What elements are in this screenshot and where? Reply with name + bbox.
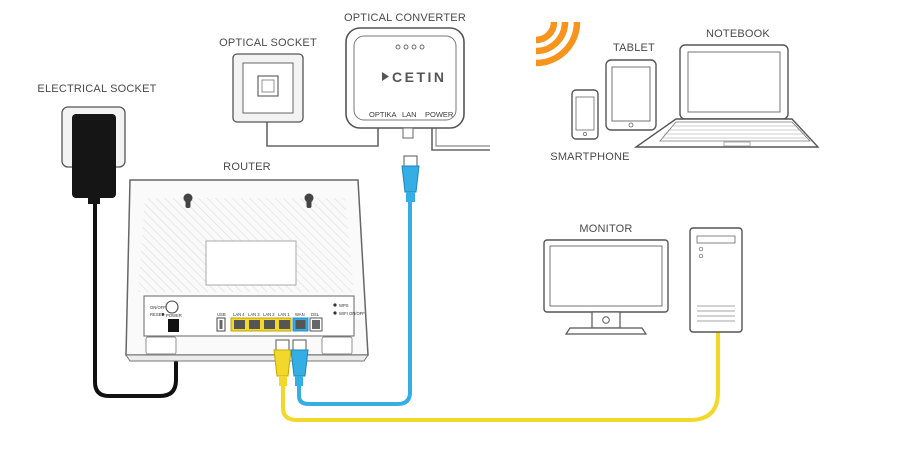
converter-brand: CETIN [392,69,447,85]
converter-power-cable [431,128,490,151]
router-lan3-label: LAN 3 [248,312,260,317]
monitor [543,239,669,335]
cetin-logo-arrow-icon [382,72,389,81]
router-lan4-label: LAN 4 [233,312,245,317]
router-lan1-label: LAN 1 [278,312,290,317]
tablet-label: TABLET [613,42,655,54]
converter-port-power: POWER [425,110,454,119]
smartphone [571,89,599,140]
smartphone-label: SMARTPHONE [550,151,629,163]
monitor-label: MONITOR [579,223,632,235]
converter-leds [395,44,425,50]
router-lan2-label: LAN 2 [263,312,275,317]
converter-port-optika: OPTIKA [369,110,397,119]
tablet [605,59,657,131]
router-mount-holes [183,193,314,208]
router-reset-label: RESET [150,312,164,317]
optical-converter-label: OPTICAL CONVERTER [344,12,466,24]
power-adapter [72,114,116,198]
router-label: ROUTER [223,161,271,173]
router-onoff-button [165,300,179,314]
router-dsl-label: DSL [311,312,320,317]
blue-plug-converter [401,155,420,202]
notebook [633,44,820,148]
notebook-label: NOTEBOOK [706,28,770,40]
electrical-socket [61,106,126,204]
router-lan-ports [230,317,292,332]
router-wifi-onoff-label: WIFI ON/OFF [339,311,365,316]
blue-ethernet-cable [297,198,412,406]
electrical-socket-label: ELECTRICAL SOCKET [37,83,156,95]
optical-socket [232,53,304,123]
blue-plug-router [290,339,309,386]
power-cable [93,198,178,398]
router-wan-label: WAN [295,312,305,317]
pc-tower [689,227,743,333]
wifi-signal-icon [535,21,581,67]
router-onoff-label: ON/OFF [150,305,166,310]
router-wps-label: WPS [339,303,349,308]
optical-socket-label: OPTICAL SOCKET [219,37,317,49]
router: ON/OFF RESET POWER USB LAN 4 LAN 3 LAN 2… [125,179,369,362]
optical-converter: CETIN OPTIKA LAN POWER [345,27,465,129]
yellow-plug-router [273,339,292,386]
converter-port-lan: LAN [402,110,417,119]
router-power-port [168,319,179,332]
router-usb-label: USB [217,312,226,317]
yellow-ethernet-cable [281,328,720,422]
router-power-label: POWER [166,313,182,318]
